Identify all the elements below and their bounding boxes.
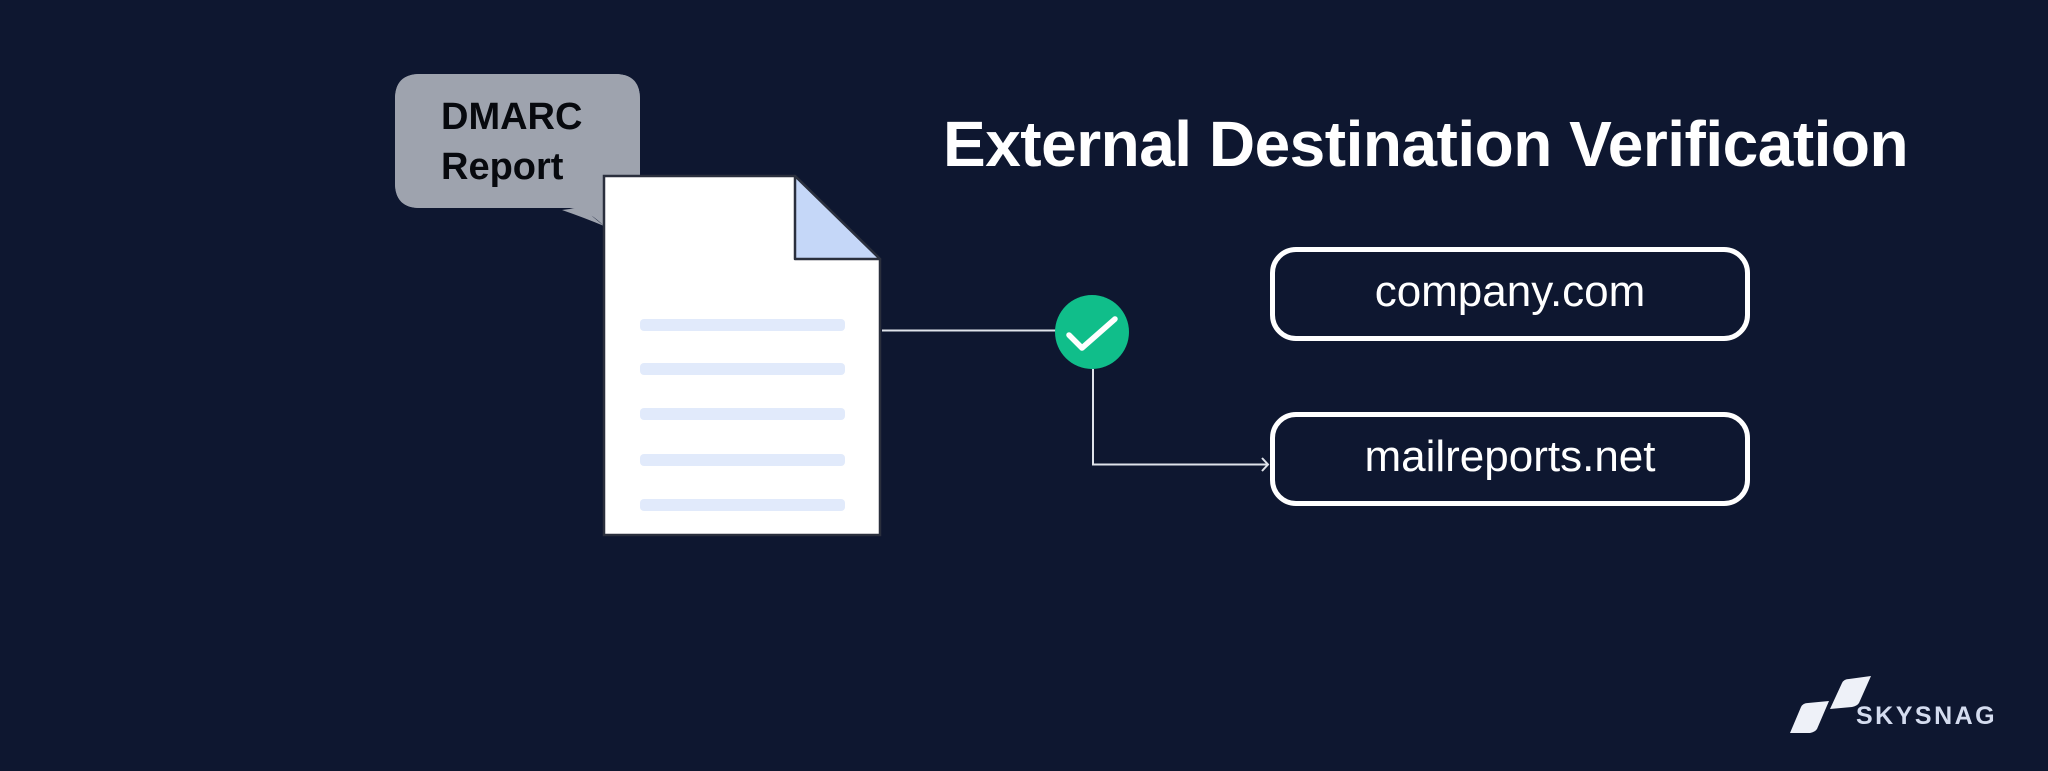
- brand-logo-text: SKYSNAG: [1856, 702, 1998, 730]
- bubble-label: DMARC Report: [441, 92, 611, 192]
- page-title: External Destination Verification: [943, 108, 1909, 180]
- destination-label: mailreports.net: [1364, 432, 1656, 481]
- destination-box-mailreports: mailreports.net: [1270, 412, 1750, 506]
- skysnag-logo-icon: [1790, 676, 1871, 733]
- check-circle-icon: [1055, 295, 1129, 369]
- bubble-label-line-1: DMARC: [441, 96, 583, 138]
- speech-bubble-body: [395, 74, 640, 208]
- destination-box-company: company.com: [1270, 247, 1750, 341]
- connector-lines: [882, 329, 1270, 472]
- destination-label: company.com: [1374, 267, 1646, 316]
- document-icon: [602, 174, 882, 537]
- speech-bubble-tail: [560, 207, 606, 226]
- bubble-label-line-2: Report: [441, 146, 564, 188]
